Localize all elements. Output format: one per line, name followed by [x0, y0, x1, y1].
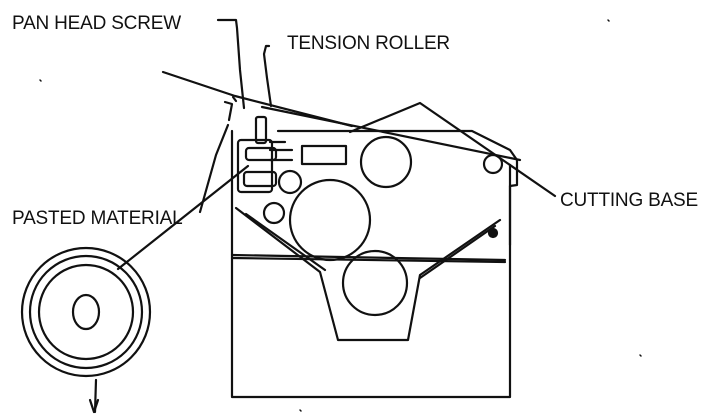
tension-roller-leader	[262, 44, 273, 108]
cutting-base-leader	[348, 101, 557, 198]
material-web-line	[161, 70, 522, 162]
machine-frame	[230, 129, 519, 399]
cutting-base-label: CUTTING BASE	[560, 190, 699, 211]
supply-roll	[20, 246, 152, 378]
pan-head-screw-label: PAN HEAD SCREW	[12, 13, 181, 34]
pasted-material-label: PASTED MATERIAL	[12, 208, 183, 229]
scan-specks	[39, 19, 642, 412]
feed-line	[88, 164, 250, 414]
pan-head-screw-leader	[216, 18, 246, 110]
pasted-material-leader	[198, 100, 234, 214]
tension-roller-label: TENSION ROLLER	[287, 33, 450, 54]
roller-assembly	[236, 115, 504, 317]
